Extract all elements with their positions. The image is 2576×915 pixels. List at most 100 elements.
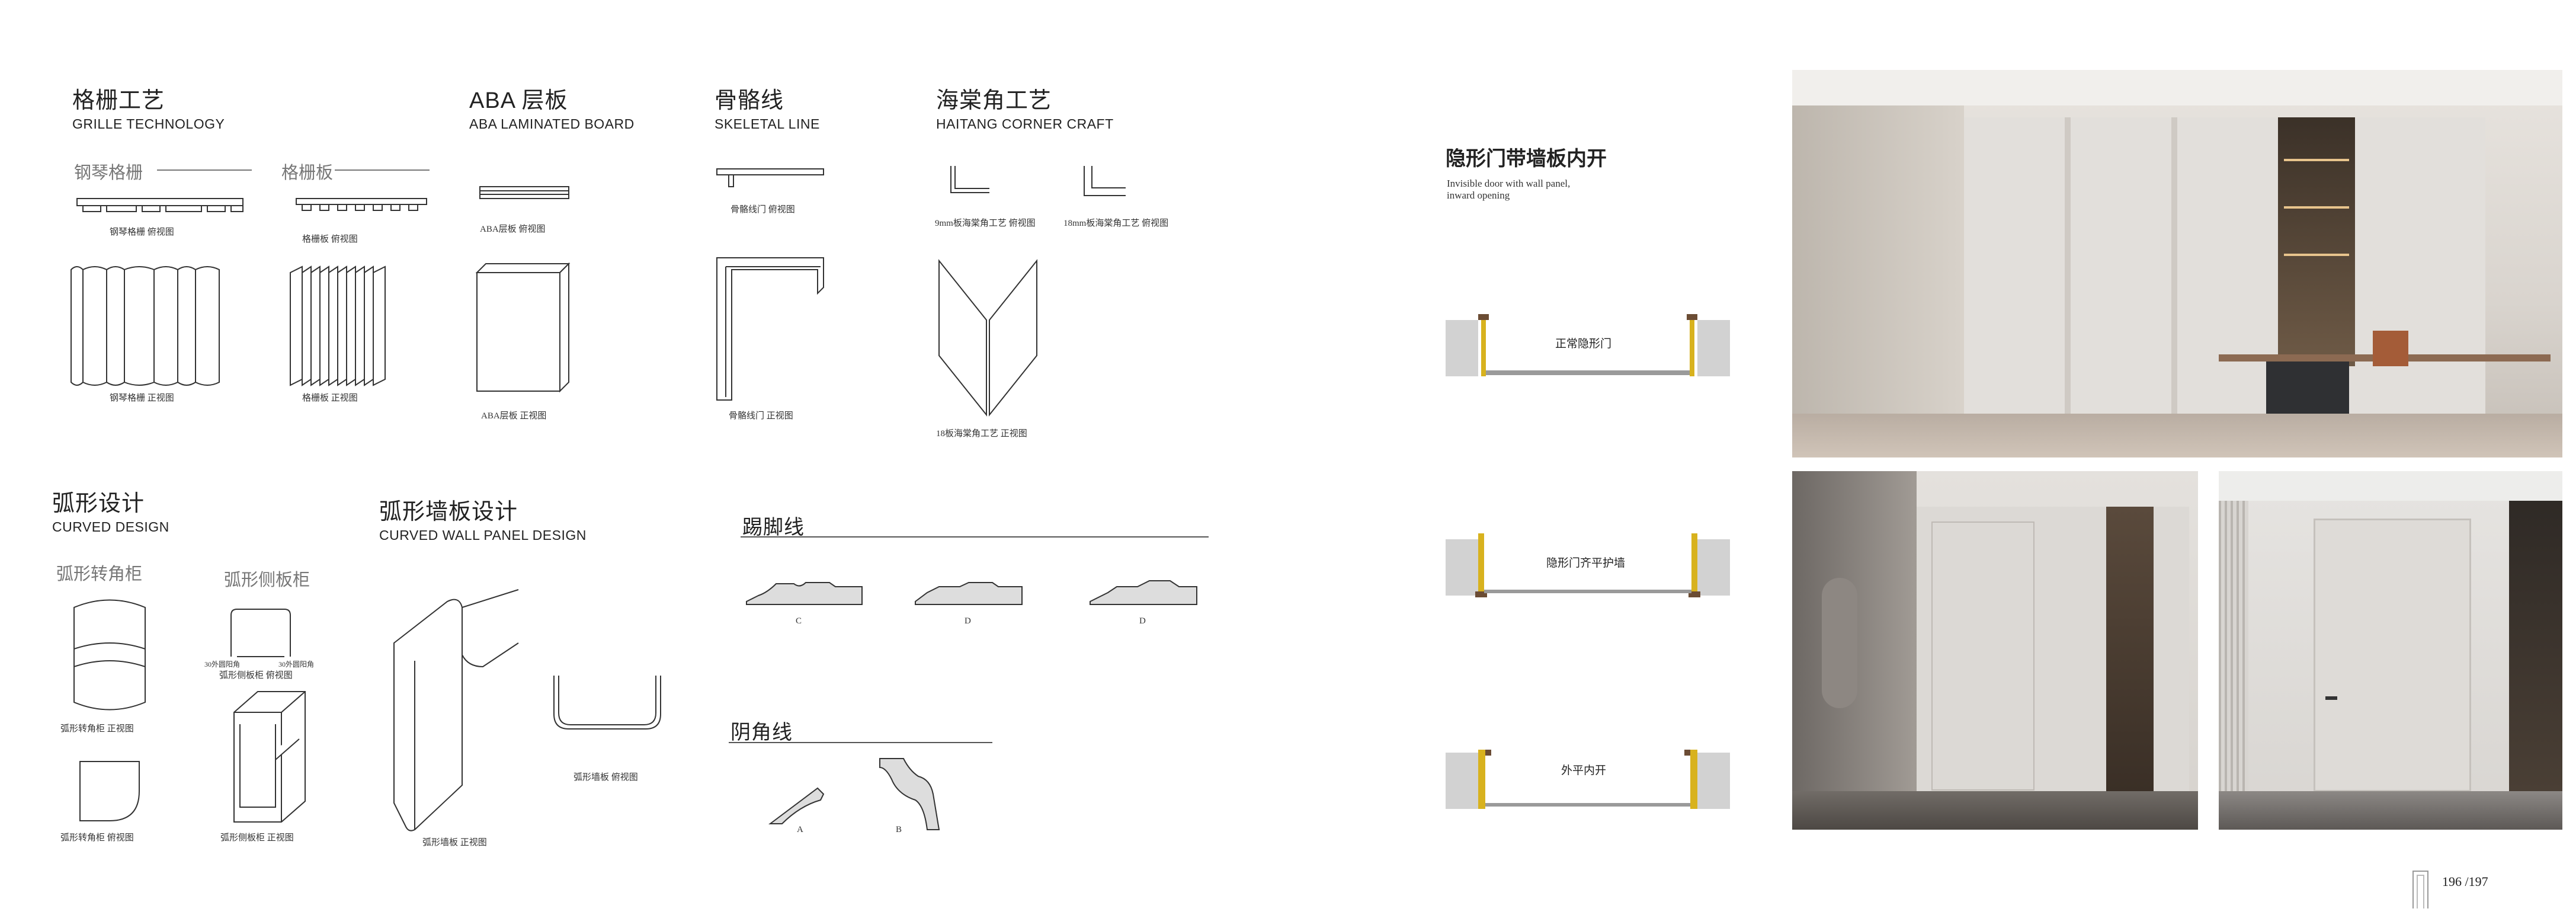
aba-top-view-drawing — [479, 186, 569, 199]
caption-haitang-front: 18板海棠角工艺 正视图 — [936, 429, 1027, 439]
haitang-front-view-drawing — [938, 259, 1037, 417]
page-number: 196 /197 — [2442, 874, 2488, 889]
door-frame-left — [1478, 314, 1489, 320]
skirting-label-d2: D — [1139, 616, 1146, 626]
section-subtitle-skeletal: SKELETAL LINE — [715, 116, 820, 132]
cove-profile-b — [879, 758, 940, 830]
door-post-right — [1690, 750, 1697, 809]
caption-curved-corner-front: 弧形转角柜 正视图 — [60, 724, 134, 734]
door-type-label: 隐形门齐平护墙 — [1546, 557, 1626, 570]
door-frame-right — [1684, 750, 1690, 756]
skirting-profile-c — [746, 582, 863, 605]
cove-profile-a — [768, 787, 825, 824]
caption-curved-side-r1: 30外圆阳角 — [204, 660, 241, 668]
wall-right — [1697, 539, 1730, 596]
interior-photo-door — [2219, 471, 2562, 830]
caption-piano-top: 钢琴格栅 俯视图 — [110, 228, 174, 237]
haitang-9mm-drawing — [950, 166, 989, 193]
door-post-left — [1478, 533, 1484, 596]
caption-curved-side-front: 弧形侧板柜 正视图 — [220, 833, 294, 843]
caption-curved-corner-top: 弧形转角柜 俯视图 — [60, 833, 134, 843]
aba-front-view-drawing — [475, 262, 571, 393]
piano-grille-front-view-drawing — [71, 266, 220, 386]
caption-haitang-18mm: 18mm板海棠角工艺 俯视图 — [1063, 219, 1169, 228]
door-diagram-normal: 正常隐形门 — [1446, 314, 1730, 382]
wall-left — [1446, 753, 1478, 809]
label-piano-grille: 钢琴格栅 — [74, 164, 143, 183]
section-title-cove: 阴角线 — [730, 721, 793, 744]
door-leaf — [1485, 803, 1690, 807]
label-curved-corner: 弧形转角柜 — [56, 565, 143, 584]
door-diagram-flush: 隐形门齐平护墙 — [1446, 533, 1730, 602]
section-subtitle-aba: ABA LAMINATED BOARD — [469, 116, 635, 132]
skirting-label-d1: D — [965, 616, 971, 626]
skeletal-top-view-drawing — [716, 168, 824, 187]
door-post-right — [1690, 320, 1694, 376]
caption-piano-front: 钢琴格栅 正视图 — [110, 393, 174, 403]
curved-side-top-drawing — [230, 609, 291, 657]
section-subtitle-curved: CURVED DESIGN — [52, 519, 169, 535]
piano-grille-top-view-drawing — [76, 198, 243, 212]
caption-curved-wall-front: 弧形墙板 正视图 — [422, 838, 487, 847]
section-title-grille: 格栅工艺 — [72, 88, 165, 113]
curved-side-front-drawing — [233, 691, 306, 823]
caption-aba-front: ABA层板 正视图 — [481, 411, 547, 421]
wall-left — [1446, 539, 1478, 596]
caption-aba-top: ABA层板 俯视图 — [480, 225, 546, 234]
caption-curved-side-top: 弧形侧板柜 俯视图 — [219, 671, 293, 680]
caption-grille-board-top: 格栅板 俯视图 — [302, 235, 358, 244]
door-post-left — [1478, 750, 1485, 809]
section-title-skirting: 踢脚线 — [742, 516, 805, 539]
section-subtitle-haitang: HAITANG CORNER CRAFT — [936, 116, 1114, 132]
door-frame-left — [1485, 750, 1491, 756]
door-type-label: 正常隐形门 — [1555, 338, 1612, 350]
door-leaf — [1484, 590, 1691, 593]
skeletal-front-view-drawing — [716, 257, 824, 401]
caption-grille-board-front: 格栅板 正视图 — [302, 393, 358, 403]
curved-wall-top-drawing — [553, 676, 661, 730]
wall-right — [1697, 320, 1730, 376]
label-curved-side: 弧形侧板柜 — [224, 571, 310, 590]
door-frame-right — [1689, 591, 1700, 597]
caption-haitang-9mm: 9mm板海棠角工艺 俯视图 — [935, 219, 1036, 228]
skirting-profile-d1 — [915, 582, 1023, 605]
caption-curved-side-r2: 30外圆阳角 — [278, 660, 315, 668]
door-type-label: 外平内开 — [1561, 764, 1607, 777]
grille-board-front-view-drawing — [290, 265, 386, 386]
divider — [157, 169, 252, 171]
curved-wall-front-drawing — [393, 589, 519, 831]
interior-photo-hallway — [1792, 471, 2198, 830]
door-frame-right — [1687, 314, 1697, 320]
wall-right — [1697, 753, 1730, 809]
door-frame-left — [1475, 591, 1487, 597]
door-diagram-outer-flush: 外平内开 — [1446, 747, 1730, 815]
section-title-aba: ABA 层板 — [469, 88, 568, 113]
label-grille-board: 格栅板 — [281, 164, 334, 183]
section-title-skeletal: 骨骼线 — [715, 88, 784, 113]
grille-board-top-view-drawing — [296, 198, 427, 211]
section-title-curved: 弧形设计 — [52, 491, 145, 516]
curved-corner-top-drawing — [79, 761, 140, 821]
section-subtitle-invisible-door-2: inward opening — [1447, 190, 1510, 201]
door-leaf — [1486, 370, 1690, 375]
caption-skeletal-top: 骨骼线门 俯视图 — [730, 205, 795, 215]
divider — [729, 742, 992, 743]
divider — [335, 169, 430, 171]
door-post-left — [1481, 320, 1486, 376]
divider — [741, 536, 1209, 538]
section-subtitle-invisible-door-1: Invisible door with wall panel, — [1447, 178, 1571, 189]
skirting-label-c: C — [796, 616, 802, 626]
interior-photo-study — [1792, 70, 2562, 458]
wall-left — [1446, 320, 1478, 376]
haitang-18mm-drawing — [1084, 166, 1126, 196]
caption-skeletal-front: 骨骼线门 正视图 — [729, 411, 793, 421]
section-subtitle-curved-wall: CURVED WALL PANEL DESIGN — [379, 527, 587, 543]
caption-curved-wall-top: 弧形墙板 俯视图 — [573, 773, 638, 782]
cove-label-b: B — [896, 825, 902, 834]
page-logo-icon — [2412, 871, 2428, 908]
door-post-right — [1691, 533, 1697, 596]
curved-corner-front-drawing — [73, 599, 146, 711]
section-title-haitang: 海棠角工艺 — [936, 88, 1052, 113]
section-subtitle-grille: GRILLE TECHNOLOGY — [72, 116, 225, 132]
section-title-invisible-door: 隐形门带墙板内开 — [1446, 148, 1607, 170]
